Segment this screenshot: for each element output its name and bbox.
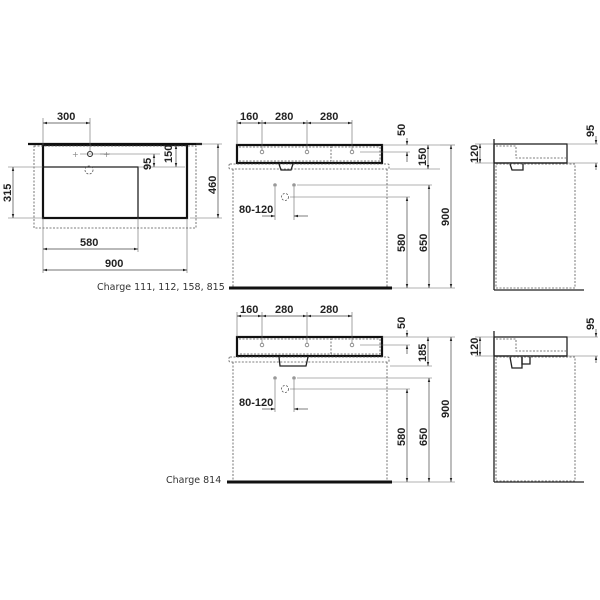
dim-drain-height-b: 580 xyxy=(396,428,408,446)
drain-outlet-icon-b xyxy=(281,385,289,393)
drain-icon xyxy=(84,165,94,175)
dim-side-height-b: 120 xyxy=(469,338,481,356)
dim-side-depth: 95 xyxy=(585,125,597,137)
dim-top-offset-b: 50 xyxy=(396,317,408,329)
dim-hole-2: 280 xyxy=(275,111,293,123)
dim-top-offset: 50 xyxy=(396,124,408,136)
dim-hole-3: 280 xyxy=(320,111,338,123)
dim-hole-3-b: 280 xyxy=(320,304,338,316)
drain-outlet-icon xyxy=(281,193,289,201)
dim-hole-1: 160 xyxy=(240,111,258,123)
bowl-outline xyxy=(44,166,139,218)
dim-tap-to-bowl: 95 xyxy=(142,158,154,170)
dim-side-depth-b: 95 xyxy=(585,318,597,330)
dim-supply-height-b: 650 xyxy=(418,428,430,446)
basin-front-outline xyxy=(235,143,384,165)
front-view-b: 160 280 280 50 185 80-120 580 650 900 Ch… xyxy=(166,304,455,486)
siphon-icon xyxy=(278,163,294,171)
basin-outline xyxy=(41,143,189,220)
dim-bowl-width: 580 xyxy=(80,237,98,249)
dim-top-to-bowl: 150 xyxy=(163,145,175,163)
dim-supply-height: 650 xyxy=(418,234,430,252)
dim-total-depth: 460 xyxy=(207,176,219,194)
caption-charge-b: Charge 814 xyxy=(166,475,221,486)
dim-pipe-spacing-b: 80-120 xyxy=(239,397,273,409)
side-view-b: 120 95 xyxy=(469,318,598,483)
dim-tap-offset: 300 xyxy=(57,111,75,123)
dim-hole-1-b: 160 xyxy=(240,304,258,316)
dim-height: 150 xyxy=(417,148,429,166)
dim-total-width: 900 xyxy=(105,258,123,270)
dim-height-b: 185 xyxy=(417,344,429,362)
basin-front-outline-b xyxy=(235,335,384,358)
svg-text:+: + xyxy=(72,150,79,159)
dim-pipe-spacing: 80-120 xyxy=(239,204,273,216)
front-view-a: 160 280 280 50 150 80-120 580 650 900 xyxy=(228,111,455,290)
caption-charge-a: Charge 111, 112, 158, 815 xyxy=(97,282,225,293)
dim-total-height-b: 900 xyxy=(440,400,452,418)
top-view: + + 300 95 150 315 460 580 900 xyxy=(2,111,225,293)
dim-total-height: 900 xyxy=(440,208,452,226)
siphon-icon-b xyxy=(278,356,309,367)
dim-drain-height: 580 xyxy=(396,234,408,252)
dim-side-height: 120 xyxy=(469,145,481,163)
side-view-a: 120 95 xyxy=(469,125,598,291)
dim-bowl-depth-side: 315 xyxy=(2,184,14,202)
dim-hole-2-b: 280 xyxy=(275,304,293,316)
cabinet-outline-dashed xyxy=(33,145,197,229)
svg-text:+: + xyxy=(103,150,110,159)
